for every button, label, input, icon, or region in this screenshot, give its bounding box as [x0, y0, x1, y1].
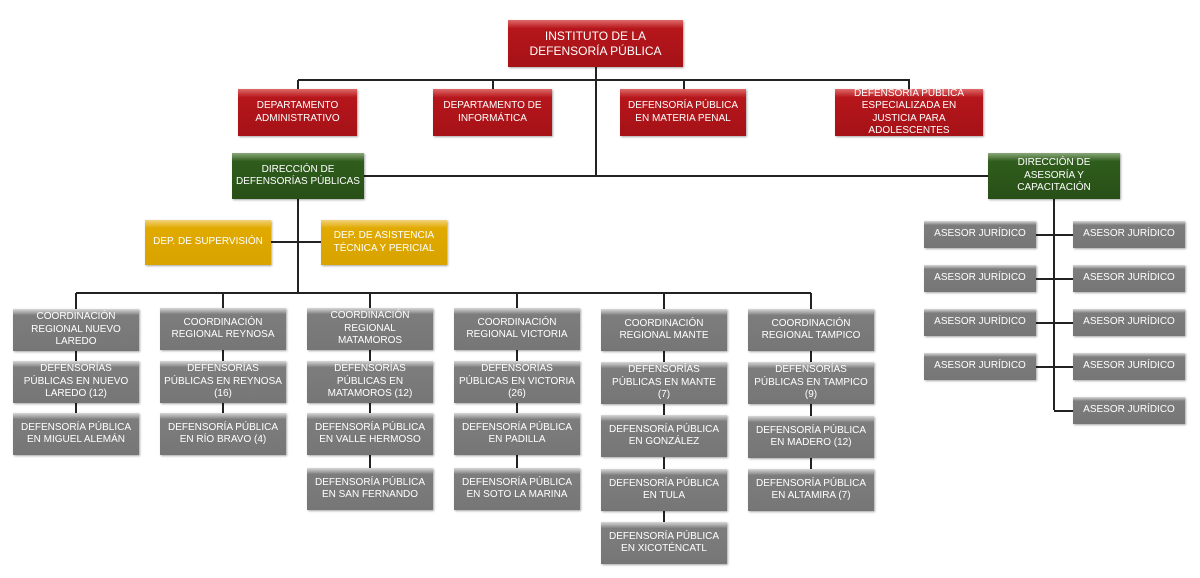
- connector-line: [1036, 322, 1054, 324]
- defensoria-box: DEFENSORÍA PÚBLICA EN XICOTÉNCATL: [601, 522, 727, 564]
- defensoria-box: DEFENSORÍAS PÚBLICAS EN MANTE (7): [601, 362, 727, 404]
- connector-line: [908, 80, 910, 90]
- connector-line: [297, 80, 299, 90]
- advisor-box: ASESOR JURÍDICO: [1073, 221, 1185, 248]
- connector-line: [222, 293, 224, 413]
- defensoria-box: DEFENSORÍA PÚBLICA EN SOTO LA MARINA: [454, 468, 580, 510]
- regional-coordination-box: COORDINACIÓN REGIONAL TAMPICO: [748, 309, 874, 351]
- dep-supervision-box: DEP. DE SUPERVISIÓN: [145, 220, 271, 265]
- connector-line: [1036, 278, 1054, 280]
- connector-line: [492, 80, 494, 90]
- connector-line: [1054, 278, 1073, 280]
- connector-line: [76, 292, 811, 294]
- defensoria-box: DEFENSORÍA PÚBLICA EN MIGUEL ALEMÁN: [13, 413, 139, 455]
- connector-line: [271, 241, 321, 243]
- defensoria-box: DEFENSORÍAS PÚBLICAS EN REYNOSA (16): [160, 361, 286, 403]
- root-institute-box: INSTITUTO DE LA DEFENSORÍA PÚBLICA: [508, 20, 683, 67]
- dept-penal-box: DEFENSORÍA PÚBLICA EN MATERIA PENAL: [620, 89, 746, 136]
- defensoria-box: DEFENSORÍAS PÚBLICAS EN NUEVO LAREDO (12…: [13, 361, 139, 403]
- connector-line: [1054, 234, 1073, 236]
- connector-line: [1053, 199, 1055, 410]
- defensoria-box: DEFENSORÍAS PÚBLICAS EN MATAMOROS (12): [307, 361, 433, 403]
- dep-technical-assistance-box: DEP. DE ASISTENCIA TÉCNICA Y PERICIAL: [321, 220, 447, 265]
- advisor-box: ASESOR JURÍDICO: [924, 309, 1036, 336]
- defensoria-box: DEFENSORÍA PÚBLICA EN GONZÁLEZ: [601, 415, 727, 457]
- connector-line: [75, 293, 77, 413]
- defensoria-box: DEFENSORÍA PÚBLICA EN TULA: [601, 469, 727, 511]
- connector-line: [595, 67, 597, 177]
- regional-coordination-box: COORDINACIÓN REGIONAL MANTE: [601, 309, 727, 351]
- advisor-box: ASESOR JURÍDICO: [1073, 265, 1185, 292]
- connector-line: [1054, 322, 1073, 324]
- advisor-box: ASESOR JURÍDICO: [924, 265, 1036, 292]
- defensoria-box: DEFENSORÍA PÚBLICA EN ALTAMIRA (7): [748, 469, 874, 511]
- direction-asesoria-box: DIRECCIÓN DE ASESORÍA Y CAPACITACIÓN: [988, 153, 1120, 199]
- connector-line: [1036, 366, 1054, 368]
- regional-coordination-box: COORDINACIÓN REGIONAL REYNOSA: [160, 308, 286, 350]
- connector-line: [297, 199, 299, 294]
- connector-line: [683, 80, 685, 90]
- regional-coordination-box: COORDINACIÓN REGIONAL MATAMOROS: [307, 308, 433, 350]
- connector-line: [298, 79, 910, 81]
- dept-informatics-box: DEPARTAMENTO DE INFORMÁTICA: [433, 89, 552, 136]
- defensoria-box: DEFENSORÍAS PÚBLICAS EN TAMPICO (9): [748, 362, 874, 404]
- regional-coordination-box: COORDINACIÓN REGIONAL VICTORIA: [454, 308, 580, 350]
- connector-line: [1054, 410, 1073, 412]
- dept-administrative-box: DEPARTAMENTO ADMINISTRATIVO: [238, 89, 357, 136]
- advisor-box: ASESOR JURÍDICO: [924, 353, 1036, 380]
- defensoria-box: DEFENSORÍA PÚBLICA EN VALLE HERMOSO: [307, 413, 433, 455]
- connector-line: [364, 175, 988, 177]
- connector-line: [1054, 366, 1073, 368]
- defensoria-box: DEFENSORÍA PÚBLICA EN MADERO (12): [748, 416, 874, 458]
- advisor-box: ASESOR JURÍDICO: [1073, 353, 1185, 380]
- defensoria-box: DEFENSORÍAS PÚBLICAS EN VICTORIA (26): [454, 361, 580, 403]
- regional-coordination-box: COORDINACIÓN REGIONAL NUEVO LAREDO: [13, 309, 139, 351]
- direction-defensorias-box: DIRECCIÓN DE DEFENSORÍAS PÚBLICAS: [232, 153, 364, 199]
- defensoria-box: DEFENSORÍA PÚBLICA EN PADILLA: [454, 413, 580, 455]
- defensoria-box: DEFENSORÍA PÚBLICA EN RÍO BRAVO (4): [160, 413, 286, 455]
- advisor-box: ASESOR JURÍDICO: [1073, 397, 1185, 424]
- advisor-box: ASESOR JURÍDICO: [1073, 309, 1185, 336]
- dept-adolescents-box: DEFENSORÍA PÚBLICA ESPECIALIZADA EN JUST…: [835, 88, 983, 136]
- advisor-box: ASESOR JURÍDICO: [924, 221, 1036, 248]
- connector-line: [1036, 234, 1054, 236]
- connector-line: [663, 293, 665, 522]
- defensoria-box: DEFENSORÍA PÚBLICA EN SAN FERNANDO: [307, 468, 433, 510]
